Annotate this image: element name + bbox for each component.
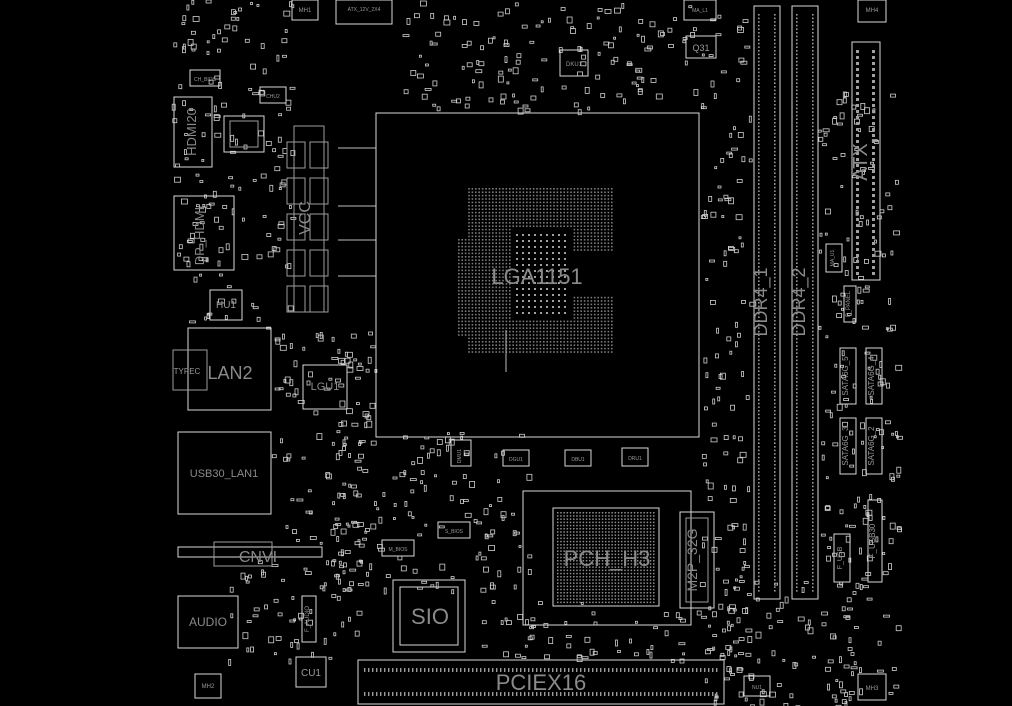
cnvi-slot: CNVI — [177, 541, 323, 567]
dbu1-label: DBU1 — [571, 457, 585, 463]
ddr4-2-label: DDR4_2 — [789, 267, 810, 336]
sata-port-5: SATA6G_5 — [839, 347, 857, 405]
m-bios-chip: M_BIOS — [381, 539, 415, 557]
ma-l1-component: MA_L1 — [683, 0, 717, 21]
lgu1-label: LGU1 — [311, 381, 340, 393]
chu2-chip: CHU2 — [259, 86, 287, 104]
pciex16-slot: PCIEX16 — [357, 659, 725, 705]
hu1-chip: HU1 — [209, 289, 243, 321]
sata4-label: SATA6G_4 — [867, 356, 876, 396]
dmu1-chip: DMU1 — [450, 439, 472, 467]
cnvi-label: CNVI — [239, 549, 277, 566]
sata-port-3: SATA6G_3 — [839, 417, 857, 475]
mounting-hole-mh4: MH4 — [857, 0, 887, 23]
dgu1-chip: DGU1 — [502, 449, 530, 467]
ma-u1-label: MA_U1 — [830, 249, 836, 266]
sata-port-4: SATA6G_4 — [865, 347, 883, 405]
dmu1-label: DMU1 — [457, 449, 463, 463]
pciex16-label: PCIEX16 — [496, 670, 587, 695]
sata3-label: SATA6G_3 — [841, 426, 850, 466]
cu1-label: CU1 — [301, 668, 321, 679]
usb-lan-label: USB30_LAN1 — [190, 468, 259, 480]
hdmi-port: HDMI20 — [173, 96, 213, 168]
m-bios-label: M_BIOS — [389, 547, 409, 553]
dgu1-label: DGU1 — [509, 457, 523, 463]
ma-l1-label: MA_L1 — [692, 8, 708, 14]
atx12v-label: ATX_12V_2X4 — [348, 7, 381, 13]
ddr4-slot-2: DDR4_2 — [789, 5, 819, 600]
chu2-label: CHU2 — [266, 94, 280, 100]
f-usb-label: F_USB — [837, 546, 844, 569]
usb-lan-port: USB30_LAN1 — [177, 431, 272, 515]
cpu-socket-label: LGA1151 — [491, 264, 582, 289]
sio-chip: SIO — [392, 579, 466, 653]
hu1-label: HU1 — [216, 300, 236, 311]
m2-slot: M2P_32G — [679, 511, 715, 609]
dku1-label: DKU1 — [566, 62, 583, 68]
dru1-label: DRU1 — [628, 456, 642, 462]
atx-12v-connector: ATX_12V_2X4 — [335, 0, 393, 25]
mounting-hole-mh2: MH2 — [194, 673, 222, 699]
ch-bios-chip: CH_BIOS — [189, 69, 221, 87]
hdmi-chip — [223, 115, 265, 153]
pch-chip: PCH_H3 — [522, 490, 692, 626]
mounting-hole-mh3: MH3 — [857, 673, 887, 701]
cu1-chip: CU1 — [295, 656, 327, 688]
f-usb-header: F_USB — [833, 533, 851, 583]
mh4-label: MH4 — [866, 8, 879, 14]
q31-label: Q31 — [692, 43, 709, 53]
audio-label: AUDIO — [189, 615, 227, 629]
typec-label: TYPEC — [174, 367, 201, 376]
ch-bios-label: CH_BIOS — [194, 77, 217, 83]
dp-hdmi-port: DP_HDMI — [173, 195, 235, 271]
m2-label: M2P_32G — [684, 528, 700, 591]
q31-component: Q31 — [685, 35, 717, 59]
ddr4-slot-1: DDR4_1 — [751, 5, 781, 600]
cpu-socket: LGA1151 — [375, 112, 700, 438]
lan2-port: LAN2 TYPEC — [172, 327, 272, 411]
front-panel-header: F_PANEL — [843, 285, 857, 323]
mh3-label: MH3 — [866, 686, 879, 692]
lan2-label: LAN2 — [207, 363, 252, 383]
f-usb30-header: F_USB30 — [867, 499, 883, 583]
atx-connector: ATX — [850, 41, 881, 281]
f-audio-label: F_AUDIO — [305, 606, 311, 632]
f-usb30-label: F_USB30 — [868, 523, 877, 558]
sata5-label: SATA6G_5 — [841, 356, 850, 396]
mounting-hole-mh1: MH1 — [291, 0, 319, 21]
pch-ball-grid — [557, 512, 655, 604]
nu1-chip: NU1 — [743, 675, 771, 697]
pcie-pins — [364, 668, 718, 696]
audio-codec: AUDIO — [177, 595, 239, 649]
ma-u1-chip: MA_U1 — [825, 243, 843, 273]
vrm-label: VCC — [297, 201, 314, 235]
f-panel-label: F_PANEL — [846, 290, 852, 317]
dru1-chip: DRU1 — [621, 447, 649, 467]
cpu-ball-grid — [458, 188, 613, 353]
sio-label: SIO — [411, 604, 449, 629]
vrm-area: VCC — [293, 125, 325, 313]
pch-label: PCH_H3 — [564, 546, 651, 571]
mh2-label: MH2 — [202, 684, 215, 690]
s-bios-chip: S_BIOS — [437, 521, 471, 539]
dku1-chip: DKU1 — [559, 49, 589, 77]
sata-port-2: SATA6G_2 — [865, 417, 883, 475]
dp-hdmi-label: DP_HDMI — [192, 207, 207, 266]
nu1-label: NU1 — [752, 685, 762, 691]
f-audio-header: F_AUDIO — [301, 595, 317, 643]
hdmi-label: HDMI20 — [184, 108, 199, 156]
passive-components — [171, 0, 903, 706]
sata2-label: SATA6G_2 — [867, 426, 876, 466]
s-bios-label: S_BIOS — [445, 529, 464, 535]
mh1-label: MH1 — [299, 8, 312, 14]
lan-controller: LGU1 — [302, 364, 348, 410]
ddr4-1-label: DDR4_1 — [751, 267, 772, 336]
dbu1-chip: DBU1 — [564, 449, 592, 467]
atx-label: ATX — [850, 143, 872, 180]
